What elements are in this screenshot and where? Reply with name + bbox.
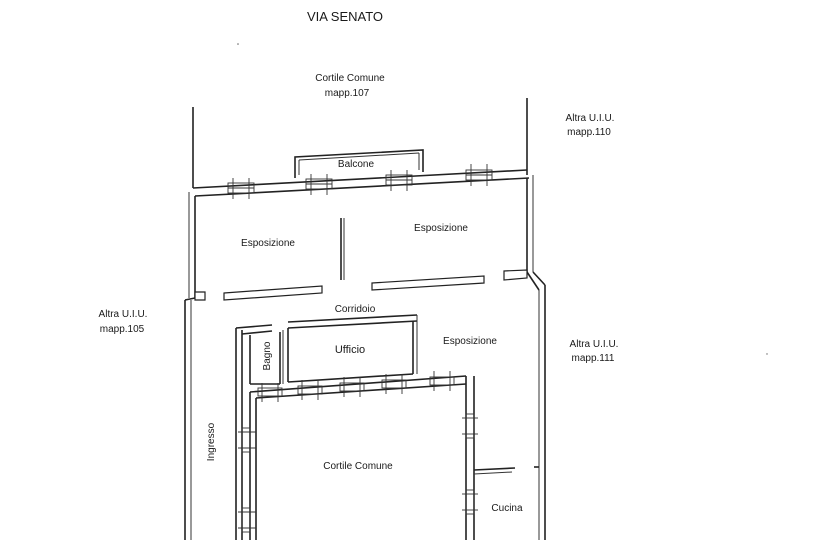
balcone-label: Balcone [338,159,375,170]
cortile-top-line2: mapp.107 [325,88,370,99]
esposizione-left-label: Esposizione [241,238,295,249]
cucina-label: Cucina [491,503,523,514]
scan-specks [237,43,768,355]
altra-111-line2: mapp.111 [572,353,615,364]
altra-111-line1: Altra U.I.U. [570,339,619,350]
ingresso-label: Ingresso [206,422,217,461]
ufficio-label: Ufficio [335,344,365,356]
cortile-top-line1: Cortile Comune [315,73,385,84]
altra-105-line2: mapp.105 [100,324,145,335]
esposizione-right-label: Esposizione [414,223,468,234]
courtyard-windows-side [238,413,478,533]
altra-110-line2: mapp.110 [567,127,611,138]
top-windows [227,164,493,199]
courtyard-windows-top [257,371,455,402]
altra-110-line1: Altra U.I.U. [566,113,615,124]
property-boundaries [184,98,546,540]
cortile-inner-label: Cortile Comune [323,461,393,472]
labels: Cortile Comune mapp.107 Altra U.I.U. map… [99,73,619,514]
altra-105-line1: Altra U.I.U. [99,309,148,320]
street-name: VIA SENATO [307,9,383,24]
corridoio-label: Corridoio [335,304,376,315]
esposizione-mid-label: Esposizione [443,336,497,347]
interior-walls [194,218,528,385]
balcone-outline [294,149,424,178]
bagno-label: Bagno [262,341,273,370]
